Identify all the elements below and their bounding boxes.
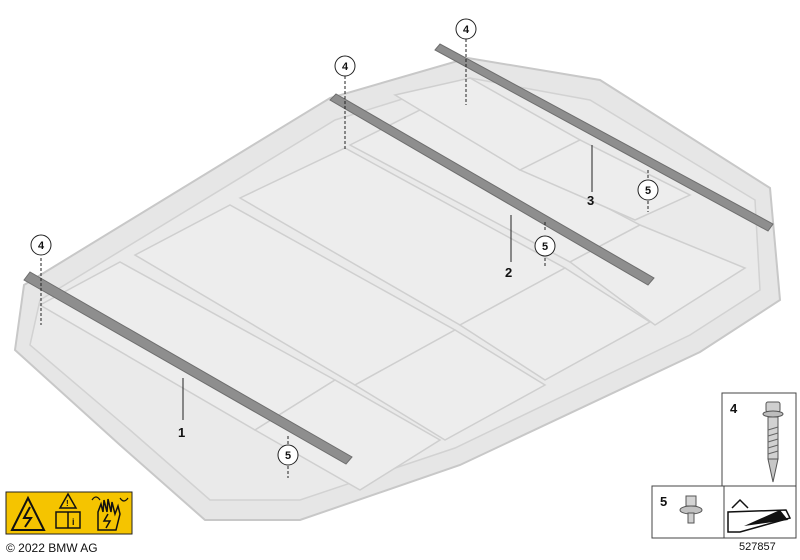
svg-text:!: ! [66,499,69,508]
callout-4-middle: 4 [334,55,356,77]
part-number-3: 3 [587,193,594,208]
do-not-touch-hand-icon [91,496,129,531]
module [253,379,442,491]
module [568,224,747,326]
svg-text:4: 4 [38,240,45,252]
svg-text:5: 5 [542,241,548,253]
svg-text:4: 4 [463,24,470,36]
bolt-icon [762,401,784,483]
mounting-rails [23,43,774,465]
callout-5-right: 5 [637,179,659,201]
svg-text:i: i [72,517,75,527]
rail-1 [23,271,353,465]
part-number-2: 2 [505,265,512,280]
leader-lines [40,39,649,478]
diagram-id: 527857 [739,541,776,553]
screw-icon [679,495,703,524]
svg-text:4: 4 [342,61,349,73]
rail-3 [434,43,774,232]
caution-manual-icon: ! i [55,492,81,529]
legend-torque-box [723,485,797,539]
callout-5-left: 5 [277,444,299,466]
legend-screw-box: 5 [651,485,725,539]
part-number-1: 1 [178,425,185,440]
legend-bolt-label: 4 [730,401,738,416]
callout-5-middle: 5 [534,235,556,257]
module [353,329,547,441]
legend-bolt-box: 4 [721,392,797,487]
legend-screw-label: 5 [660,494,667,509]
svg-text:5: 5 [645,185,651,197]
callout-4-left: 4 [30,234,52,256]
copyright-notice: © 2022 BMW AG [6,541,98,555]
torque-wedge-icon [727,498,792,533]
svg-text:5: 5 [285,450,291,462]
rail-2 [329,93,655,286]
high-voltage-warning-icon [10,495,46,531]
callout-4-right: 4 [455,18,477,40]
warning-label-panel: ! i [5,491,133,535]
